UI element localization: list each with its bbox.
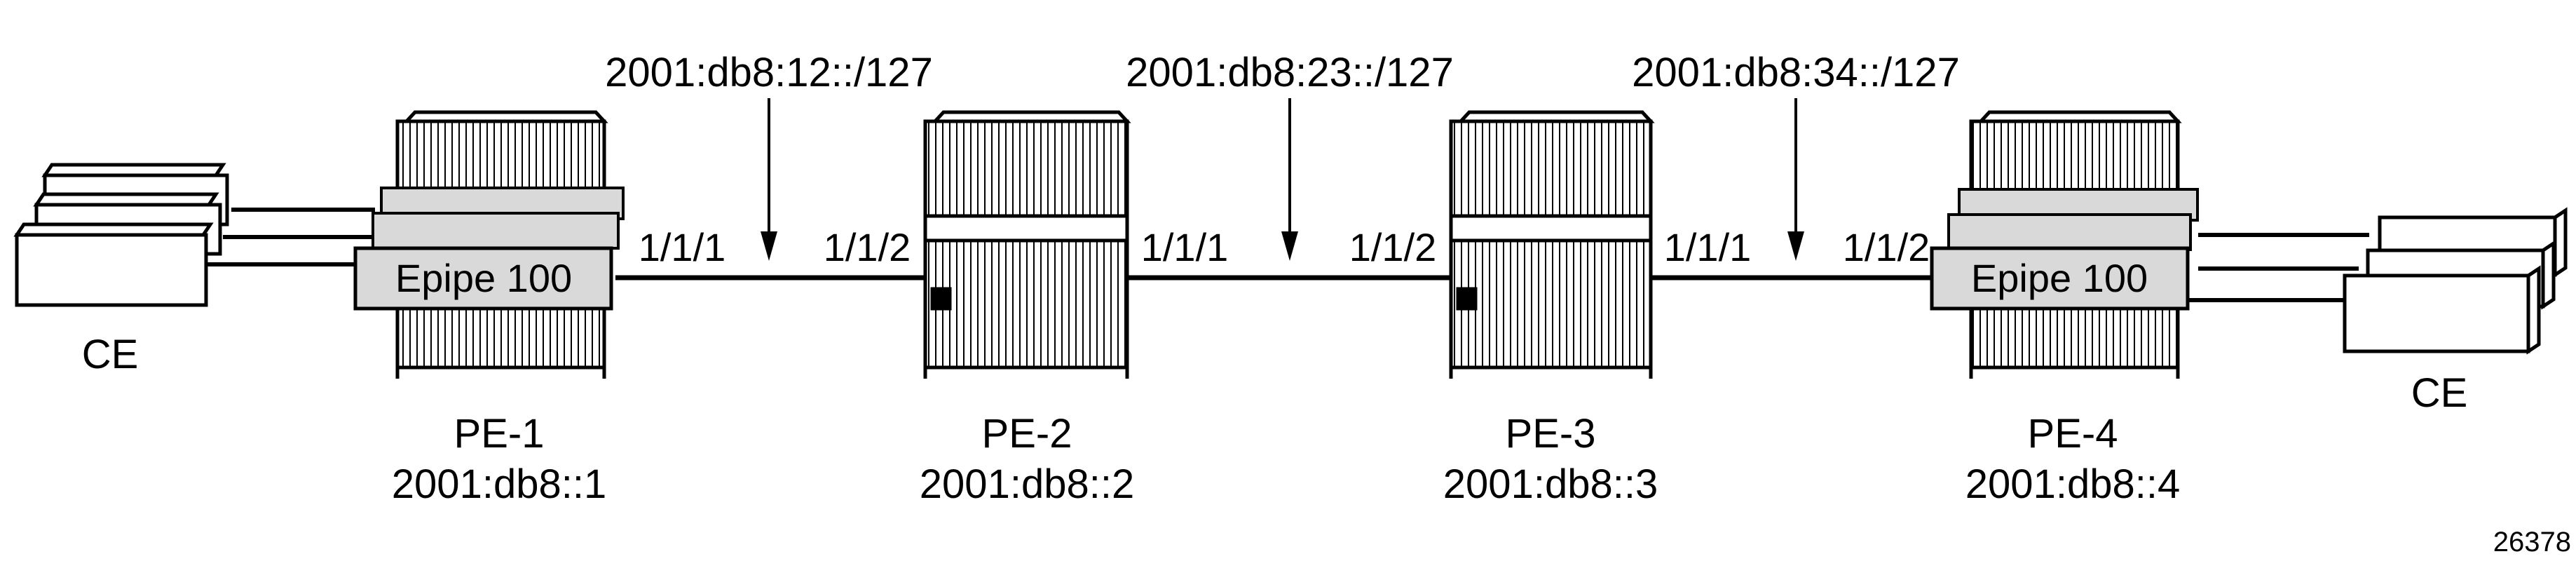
ce-left-devices (13, 163, 229, 307)
port-label-pe3-1-1-1: 1/1/1 (1664, 225, 1752, 269)
router-pe4 (1947, 110, 2199, 379)
port-label-pe2-1-1-1: 1/1/1 (1141, 225, 1229, 269)
subnet-label-pe2-pe3: 2001:db8:23::/127 (1126, 50, 1454, 95)
router-address-pe3: 2001:db8::3 (1443, 461, 1658, 507)
router-name-pe1: PE-1 (454, 411, 545, 457)
epipe-label-pe4: Epipe 100 (1971, 256, 2148, 300)
router-name-pe4: PE-4 (2028, 411, 2118, 457)
port-label-pe4-1-1-2: 1/1/2 (1843, 225, 1930, 269)
epipe-box-pe1: Epipe 100 (353, 246, 613, 311)
ce-right-links (2182, 233, 2369, 302)
ce-label-left: CE (82, 332, 139, 377)
router-address-pe4: 2001:db8::4 (1965, 461, 2180, 507)
ce-label-right: CE (2411, 370, 2468, 416)
router-pe3 (1449, 110, 1655, 379)
port-label-pe1-1-1-1: 1/1/1 (639, 225, 726, 269)
figure-id: 26378 (2493, 527, 2571, 557)
router-name-pe2: PE-2 (982, 411, 1072, 457)
ce-right-devices (2343, 207, 2568, 355)
subnet-label-pe1-pe2: 2001:db8:12::/127 (605, 50, 933, 95)
epipe-label-pe1: Epipe 100 (395, 256, 572, 300)
port-label-pe3-1-1-2: 1/1/2 (1349, 225, 1437, 269)
router-address-pe2: 2001:db8::2 (920, 461, 1134, 507)
subnet-arrows (761, 98, 1804, 261)
epipe-box-pe4: Epipe 100 (1930, 246, 2190, 311)
router-address-pe1: 2001:db8::1 (392, 461, 606, 507)
port-label-pe2-1-1-2: 1/1/2 (824, 225, 911, 269)
router-pe1 (372, 110, 625, 379)
ce-left-links (205, 208, 375, 266)
router-name-pe3: PE-3 (1506, 411, 1596, 457)
router-pe2 (923, 110, 1131, 379)
subnet-label-pe3-pe4: 2001:db8:34::/127 (1632, 50, 1960, 95)
